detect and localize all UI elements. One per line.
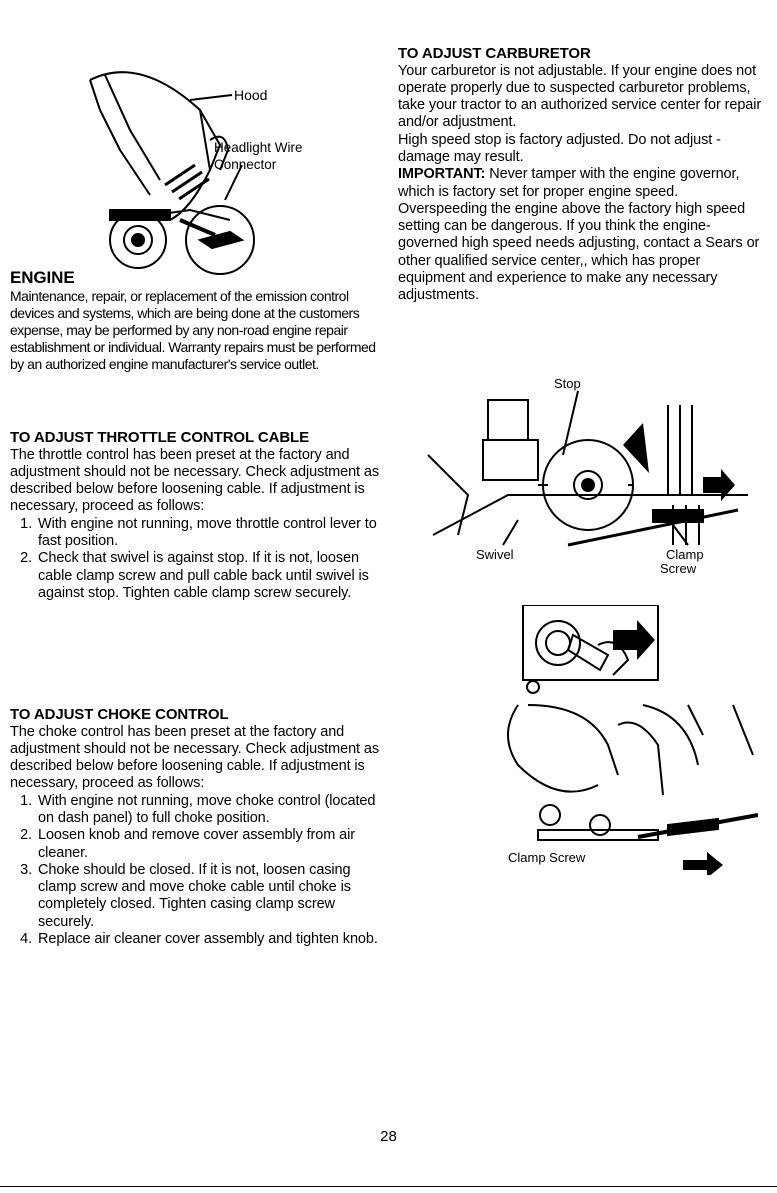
clamp-label: Clamp [666,547,704,562]
headlight-wire-label: Headlight Wire [214,140,303,155]
choke-step: Replace air cleaner cover assembly and t… [36,931,390,948]
throttle-section: TO ADJUST THROTTLE CONTROL CABLE The thr… [10,429,390,602]
stop-label: Stop [554,376,581,391]
governor-illustration [427,390,748,547]
throttle-heading: TO ADJUST THROTTLE CONTROL CABLE [10,429,310,446]
choke-figure: Clamp Screw [488,604,759,878]
connector-label: Connector [214,157,277,172]
important-label: IMPORTANT: [398,166,486,183]
engine-section: ENGINE Maintenance, repair, or replaceme… [10,268,388,373]
hood-illustration [89,71,255,275]
hood-label: Hood [234,87,268,103]
choke-heading: TO ADJUST CHOKE CONTROL [10,706,229,723]
hood-figure: Hood Headlight Wire Connector [80,50,380,275]
important-text: Never tamper with the engine governor, w… [398,166,760,304]
choke-clamp-screw-label: Clamp Screw [508,850,586,865]
throttle-step: Check that swivel is against stop. If it… [36,550,390,602]
carburetor-para1: Your carburetor is not adjustable. If yo… [398,62,762,131]
throttle-intro: The throttle control has been preset at … [10,446,380,515]
engine-heading: ENGINE [10,268,75,287]
choke-step: With engine not running, move choke cont… [36,793,390,828]
choke-intro: The choke control has been preset at the… [10,723,380,792]
carburetor-heading: TO ADJUST CARBURETOR [398,45,591,62]
choke-illustration [507,604,759,878]
clamp-screw-label: Screw [660,561,697,576]
throttle-step: With engine not running, move throttle c… [36,516,390,551]
throttle-steps: With engine not running, move throttle c… [10,516,390,602]
carburetor-para2: High speed stop is factory adjusted. Do … [398,131,721,165]
choke-steps: With engine not running, move choke cont… [10,793,390,949]
page-number: 28 [380,1128,397,1145]
bottom-rule [0,1186,777,1187]
choke-step: Choke should be closed. If it is not, lo… [36,862,390,931]
carburetor-section: TO ADJUST CARBURETOR Your carburetor is … [398,45,770,305]
carburetor-important: IMPORTANT: Never tamper with the engine … [398,166,770,304]
choke-section: TO ADJUST CHOKE CONTROL The choke contro… [10,706,390,948]
choke-step: Loosen knob and remove cover assembly fr… [36,827,390,862]
swivel-label: Swivel [476,547,514,562]
engine-text: Maintenance, repair, or replacement of t… [10,288,376,372]
governor-figure: Stop Swivel Clamp Screw [418,377,758,585]
